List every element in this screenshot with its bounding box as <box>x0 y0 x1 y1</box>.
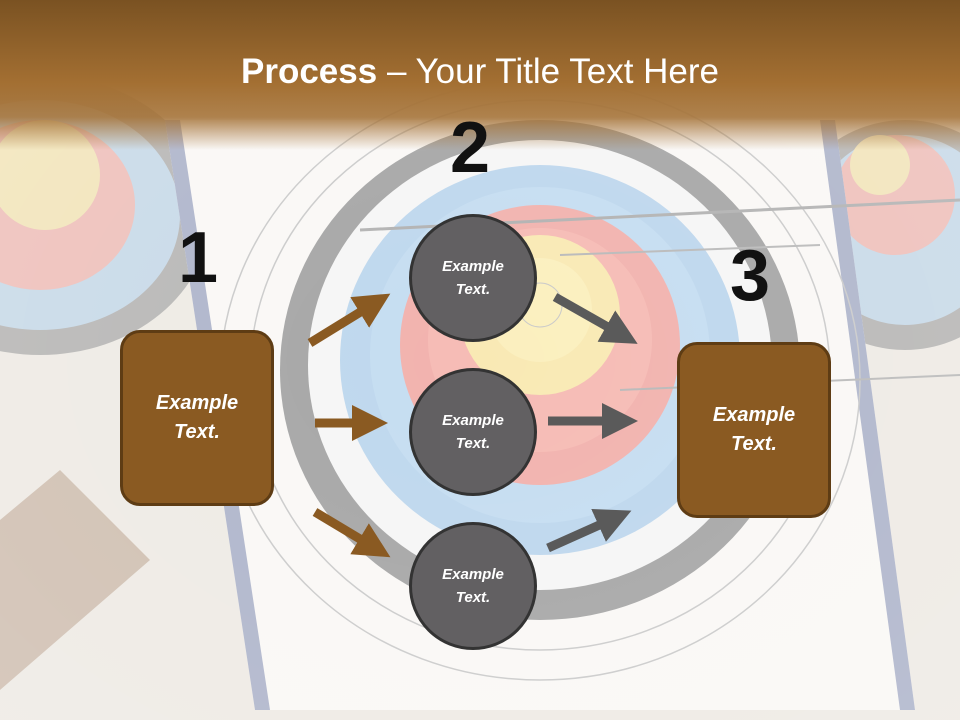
title-rest: – Your Title Text Here <box>377 52 719 91</box>
step-1-number: 1 <box>178 218 219 298</box>
step-1-box: Example Text. <box>120 330 274 506</box>
step-3-box: Example Text. <box>677 342 831 518</box>
step-2-number: 2 <box>450 108 491 188</box>
step-2-circle-top: Example Text. <box>409 214 537 342</box>
title-bold: Process <box>241 52 378 91</box>
title-bar <box>0 0 960 150</box>
step-2-circle-bottom: Example Text. <box>409 522 537 650</box>
slide-title: Process – Your Title Text Here <box>0 52 960 92</box>
step-3-number: 3 <box>730 236 771 316</box>
step-2-circle-middle: Example Text. <box>409 368 537 496</box>
